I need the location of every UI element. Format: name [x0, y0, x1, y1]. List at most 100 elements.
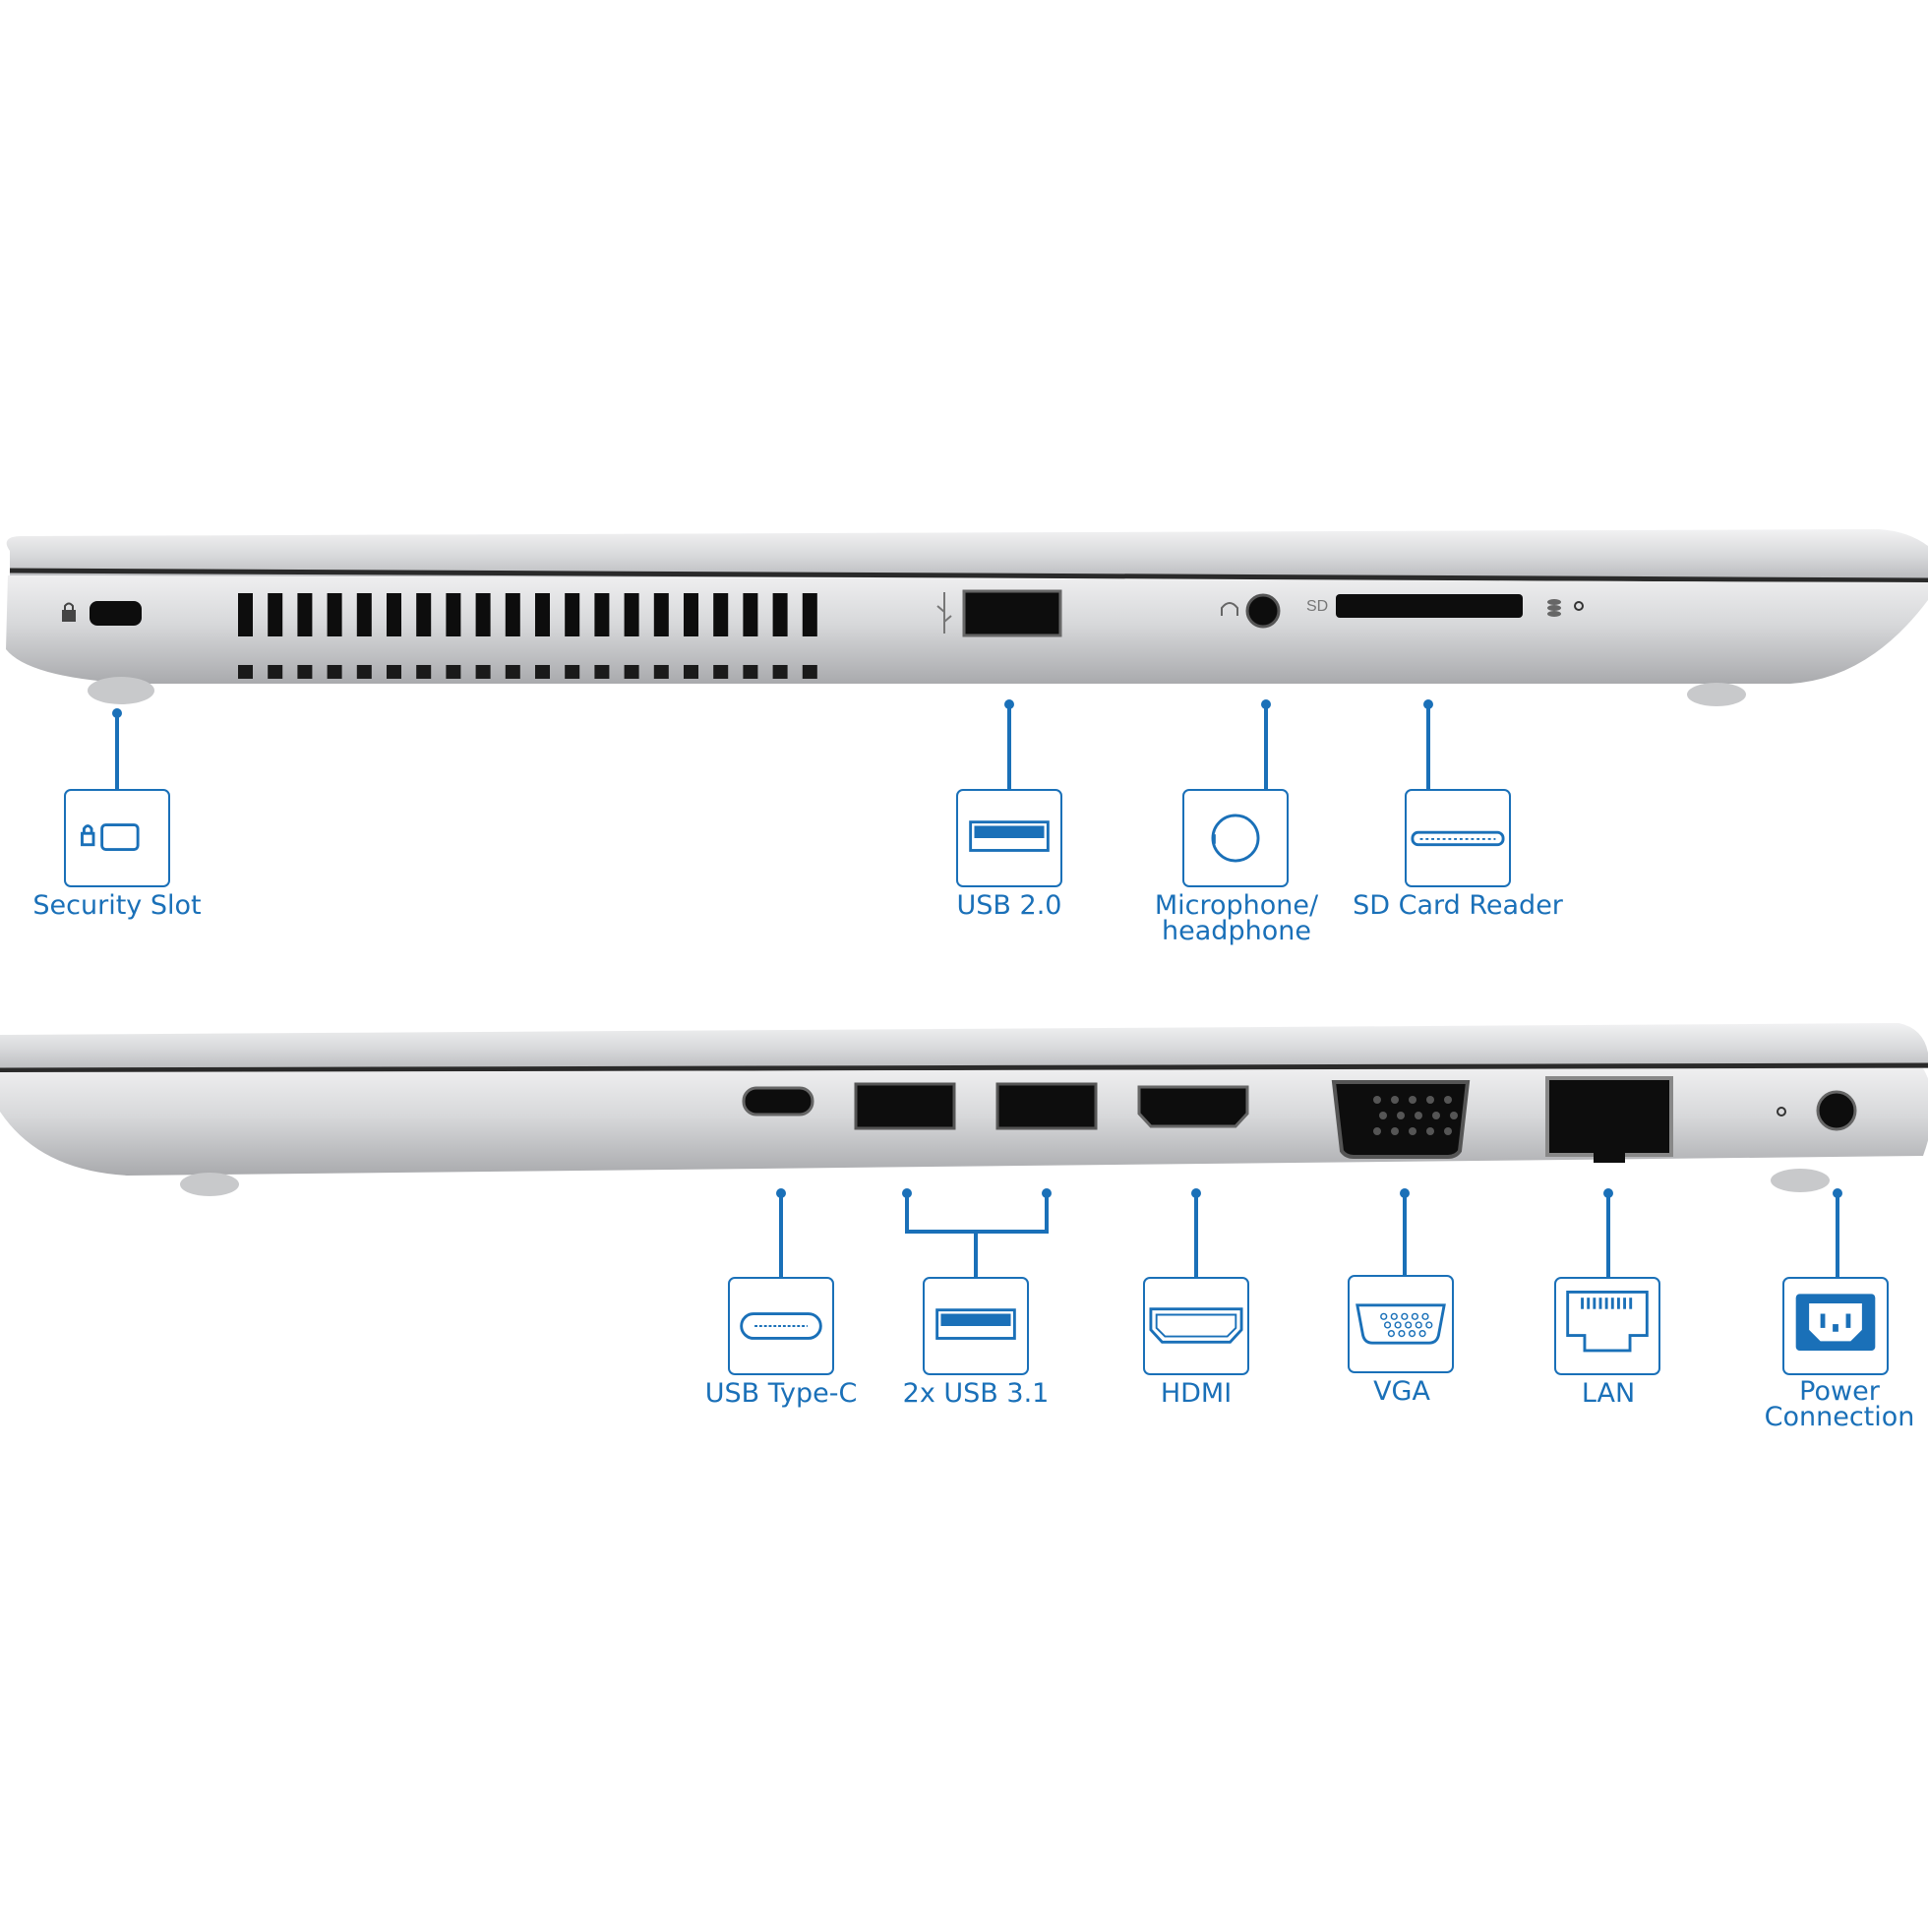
sd-text: SD — [1306, 598, 1328, 615]
usb-2-port — [962, 589, 1062, 637]
lan-label: LAN — [1581, 1378, 1636, 1409]
vga-pin — [1397, 1112, 1405, 1119]
audio-jack-port — [1245, 593, 1281, 629]
vent-slot — [684, 593, 698, 636]
foot — [1771, 1169, 1830, 1192]
vent-slot — [535, 593, 550, 636]
vga-icon-pin — [1401, 1312, 1409, 1320]
vga-icon-pin — [1411, 1312, 1418, 1320]
rj45-pin — [1593, 1298, 1597, 1309]
vga-icon-pin — [1408, 1330, 1416, 1338]
usb-a-icon — [956, 789, 1062, 887]
hdmi-port — [1137, 1085, 1249, 1128]
vent-slot-lower — [772, 665, 788, 679]
vent-slot — [624, 593, 639, 636]
vent-slot-lower — [505, 665, 520, 679]
ethernet-icon — [1554, 1277, 1660, 1375]
vga-pin — [1444, 1127, 1452, 1135]
status-led — [1777, 1107, 1786, 1117]
security-slot-port — [90, 601, 142, 626]
vent-slot — [387, 593, 401, 636]
vent-slot — [505, 593, 520, 636]
ethernet-clip — [1594, 1141, 1625, 1163]
vent-slot — [238, 593, 253, 636]
vent-slot-lower — [535, 665, 550, 679]
rj45-pin — [1598, 1298, 1602, 1309]
vga-icon-pin — [1390, 1312, 1398, 1320]
vga-icon-pin — [1421, 1312, 1429, 1320]
usb-a-icon — [923, 1277, 1029, 1375]
foot — [88, 677, 154, 704]
vent-slot-lower — [684, 665, 698, 679]
usb-symbol-icon — [936, 592, 952, 634]
vga-pin — [1391, 1096, 1399, 1104]
vga-pin — [1426, 1096, 1434, 1104]
vent-slot — [772, 593, 788, 636]
vga-icon — [1348, 1275, 1454, 1373]
callout-dot — [1603, 1188, 1613, 1198]
vent-slot-lower — [713, 665, 729, 679]
usb-3-port — [854, 1082, 956, 1130]
storage-icon — [1547, 599, 1561, 617]
foot — [180, 1173, 239, 1196]
audio-jack-icon — [1182, 789, 1289, 887]
lid — [0, 1023, 1928, 1072]
vent-slot — [268, 593, 283, 636]
air-vents — [238, 593, 817, 679]
callout-dot — [776, 1188, 786, 1198]
callout-dot — [1191, 1188, 1201, 1198]
vent-slot — [653, 593, 669, 636]
sd-card-icon — [1405, 789, 1511, 887]
vga-icon-pin — [1380, 1312, 1388, 1320]
vga-icon-pin — [1425, 1321, 1433, 1329]
vga-pin — [1379, 1112, 1387, 1119]
vent-slot — [713, 593, 729, 636]
callout-bracket — [905, 1193, 1049, 1277]
vent-slot-lower — [446, 665, 461, 679]
callout-dot — [1833, 1188, 1842, 1198]
vent-slot — [356, 593, 372, 636]
hdmi-icon — [1143, 1277, 1249, 1375]
lock-slot-icon — [64, 789, 170, 887]
rj45-pin — [1581, 1298, 1584, 1309]
vga-pin — [1450, 1112, 1458, 1119]
vent-slot-lower — [268, 665, 283, 679]
vga-pin — [1432, 1112, 1440, 1119]
rj45-pin — [1604, 1298, 1608, 1309]
vent-slot — [327, 593, 342, 636]
vga-pin — [1409, 1127, 1416, 1135]
rj45-pin — [1616, 1298, 1620, 1309]
vent-slot-lower — [238, 665, 253, 679]
usb-3-label: 2x USB 3.1 — [902, 1378, 1050, 1409]
audio-label: Microphone/ headphone — [1154, 890, 1319, 946]
rj45-pin — [1610, 1298, 1614, 1309]
laptop-left-side: SD — [6, 529, 1928, 706]
vent-slot — [802, 593, 817, 636]
callout-dot — [1400, 1188, 1410, 1198]
vent-slot-lower — [327, 665, 342, 679]
vent-slot — [446, 593, 461, 636]
vent-slot-lower — [356, 665, 372, 679]
vent-slot — [565, 593, 580, 636]
vga-label: VGA — [1373, 1376, 1430, 1407]
foot — [1687, 683, 1746, 706]
vent-slot-lower — [387, 665, 401, 679]
hinge-line — [9, 568, 1928, 583]
vga-icon-pin — [1398, 1330, 1406, 1338]
vga-icon-pin — [1405, 1321, 1413, 1329]
vga-icon-pin — [1383, 1321, 1392, 1329]
vent-slot — [743, 593, 758, 636]
usb-c-icon — [728, 1277, 834, 1375]
lock-icon — [62, 602, 76, 622]
vga-pin — [1409, 1096, 1416, 1104]
status-led — [1574, 601, 1584, 611]
vent-slot — [416, 593, 432, 636]
power-port — [1816, 1090, 1857, 1131]
vga-pin — [1415, 1112, 1422, 1119]
vga-pin — [1373, 1096, 1381, 1104]
vga-icon-pin — [1415, 1321, 1422, 1329]
callout-dot — [902, 1188, 912, 1198]
vent-slot-lower — [297, 665, 313, 679]
lid — [6, 529, 1928, 580]
